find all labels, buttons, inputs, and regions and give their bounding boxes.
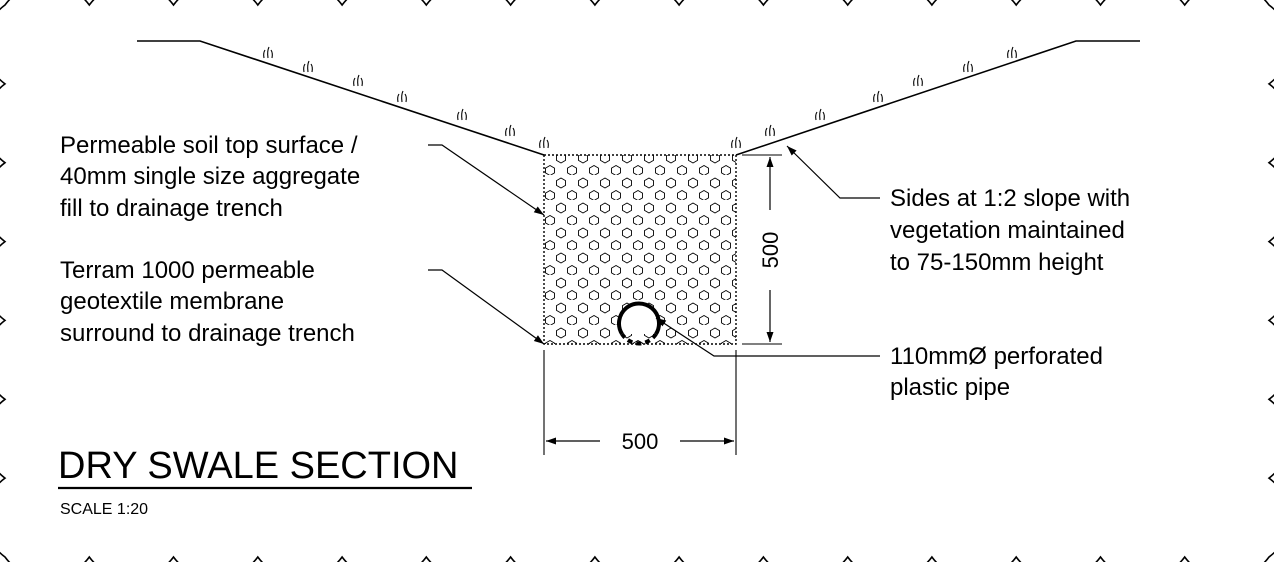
- grass-tuft-icon: [303, 60, 313, 73]
- grass-tuft-icon: [731, 136, 741, 149]
- leader-fill: [428, 144, 545, 216]
- grass-tuft-icon: [397, 90, 407, 103]
- pipe-note-line-1: 110mmØ perforated: [890, 343, 1103, 370]
- grass-tuft-icon: [457, 108, 467, 121]
- fill-note-line-2: 40mm single size aggregate: [60, 163, 360, 190]
- ground-line-left: [137, 40, 545, 156]
- grass-tuft-icon: [765, 124, 775, 137]
- dimension-height-value: 500: [758, 232, 783, 269]
- leader-membrane: [428, 269, 545, 345]
- pipe-note-line-2: plastic pipe: [890, 374, 1010, 401]
- drawing-title: DRY SWALE SECTION: [58, 445, 459, 487]
- dimension-width: [543, 350, 737, 455]
- fill-note-line-3: fill to drainage trench: [60, 195, 283, 222]
- dimension-width-value: 500: [622, 429, 659, 454]
- grass-tuft-icon: [353, 74, 363, 87]
- grass-tuft-icon: [913, 74, 923, 87]
- grass-tuft-icon: [963, 60, 973, 73]
- leader-slope: [786, 145, 880, 199]
- grass-tuft-icon: [505, 124, 515, 137]
- grass-tuft-icon: [1007, 46, 1017, 59]
- grass-tuft-icon: [873, 90, 883, 103]
- dimension-height: [742, 154, 782, 345]
- leader-pipe: [655, 317, 880, 357]
- perforated-pipe: [617, 301, 661, 336]
- vegetation-symbols: [263, 46, 1017, 149]
- slope-note-line-3: to 75-150mm height: [890, 249, 1104, 276]
- membrane-note-line-2: geotextile membrane: [60, 288, 284, 315]
- slope-note-line-1: Sides at 1:2 slope with: [890, 185, 1130, 212]
- grass-tuft-icon: [539, 136, 549, 149]
- ground-line-right: [735, 40, 1140, 156]
- fill-note-line-1: Permeable soil top surface /: [60, 132, 358, 159]
- drawing-scale: SCALE 1:20: [60, 501, 148, 518]
- membrane-note-line-3: surround to drainage trench: [60, 320, 355, 347]
- perforated-pipe-underside: [620, 332, 658, 346]
- membrane-note-line-1: Terram 1000 permeable: [60, 257, 315, 284]
- grass-tuft-icon: [263, 46, 273, 59]
- slope-note-line-2: vegetation maintained: [890, 217, 1125, 244]
- grass-tuft-icon: [815, 108, 825, 121]
